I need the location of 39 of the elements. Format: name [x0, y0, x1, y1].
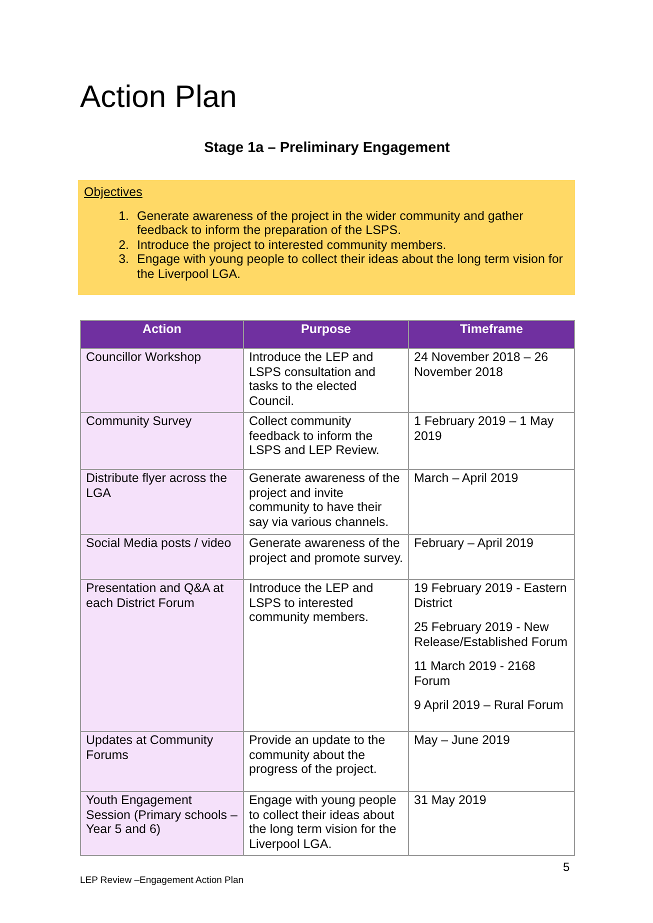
cell-text: 11 March 2019 - 2168 Forum: [414, 659, 536, 688]
column-header: Purpose: [244, 320, 408, 348]
table-cell: Updates at Community Forums: [80, 732, 244, 792]
objectives-panel: [78, 180, 575, 295]
list-number: 2.: [118, 238, 129, 252]
cell-text: 9 April 2019 – Rural Forum: [414, 698, 564, 712]
table-cell: 31 May 2019: [408, 792, 574, 856]
list-item: Generate awareness of the project in the wider community and gather feedback to inform the preparation of the LSPS.: [137, 208, 524, 238]
table-cell: Councillor Workshop: [80, 348, 244, 412]
table-cell: Generate awareness of the project and invite community to have their say via various channels.: [244, 470, 408, 534]
table-cell: Engage with young people to collect their ideas about the long term vision for the Liverpool LGA.: [244, 792, 408, 856]
table-cell: March – April 2019: [408, 470, 574, 534]
table-cell: Collect community feedback to inform the LSPS and LEP Review.: [244, 412, 408, 470]
table-cell: Introduce the LEP and LSPS to interested community members.: [244, 580, 408, 732]
table-cell: Provide an update to the community about the progress of the project.: [244, 732, 408, 792]
table-cell: Distribute flyer across the LGA: [80, 470, 244, 534]
objectives-heading: Objectives: [84, 185, 142, 200]
column-header: Action: [80, 320, 244, 348]
list-item: Engage with young people to collect their ideas about the long term vision for the Liverpool LGA.: [137, 252, 564, 281]
table-cell: May – June 2019: [408, 732, 574, 792]
table-cell: Presentation and Q&A at each District Forum: [80, 580, 244, 732]
section-heading: Stage 1a – Preliminary Engagement: [203, 140, 451, 156]
table-cell: Introduce the LEP and LSPS consultation and tasks to the elected Council.: [244, 348, 408, 412]
table-cell: Community Survey: [80, 412, 244, 470]
table-cell: February – April 2019: [408, 534, 574, 580]
table-cell: 24 November 2018 – 26 November 2018: [408, 348, 574, 412]
footer-text: LEP Review –Engagement Action Plan: [80, 875, 244, 886]
cell-text: 25 February 2019 - New Release/Established Forum: [414, 620, 569, 649]
list-item: Introduce the project to interested community members.: [137, 238, 448, 252]
table-cell: Youth Engagement Session (Primary schools – Year 5 and 6): [80, 792, 244, 856]
page-number: 5: [563, 860, 570, 874]
table-cell: 1 February 2019 – 1 May 2019: [408, 412, 574, 470]
table-cell: Generate awareness of the project and promote survey.: [244, 534, 408, 580]
page-title: Action Plan: [80, 78, 237, 116]
column-header: Timeframe: [408, 320, 574, 348]
list-number: 3.: [118, 252, 129, 268]
table-cell: Social Media posts / video: [80, 534, 244, 580]
cell-text: 19 February 2019 - Eastern District: [414, 581, 568, 610]
list-number: 1.: [118, 208, 129, 224]
